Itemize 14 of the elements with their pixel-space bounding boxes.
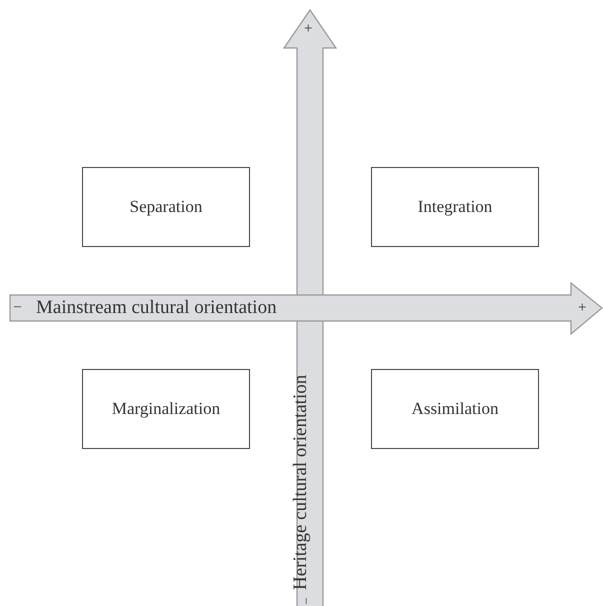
quadrant-label: Integration (418, 197, 492, 217)
quadrant-box (371, 369, 539, 449)
axis-label: Heritage cultural orientation (290, 374, 310, 590)
quadrant-box (371, 167, 539, 247)
quadrant-label: Separation (130, 197, 202, 217)
plus-sign: + (304, 22, 312, 37)
quadrant-label: Assimilation (412, 399, 498, 419)
minus-sign: – (299, 598, 311, 604)
quadrant-box (82, 167, 250, 247)
quadrant-label: Marginalization (112, 399, 220, 419)
minus-sign: – (14, 300, 21, 314)
quadrant-box (82, 369, 250, 449)
plus-sign: + (578, 301, 586, 316)
axis-label: Mainstream cultural orientation (36, 298, 277, 317)
